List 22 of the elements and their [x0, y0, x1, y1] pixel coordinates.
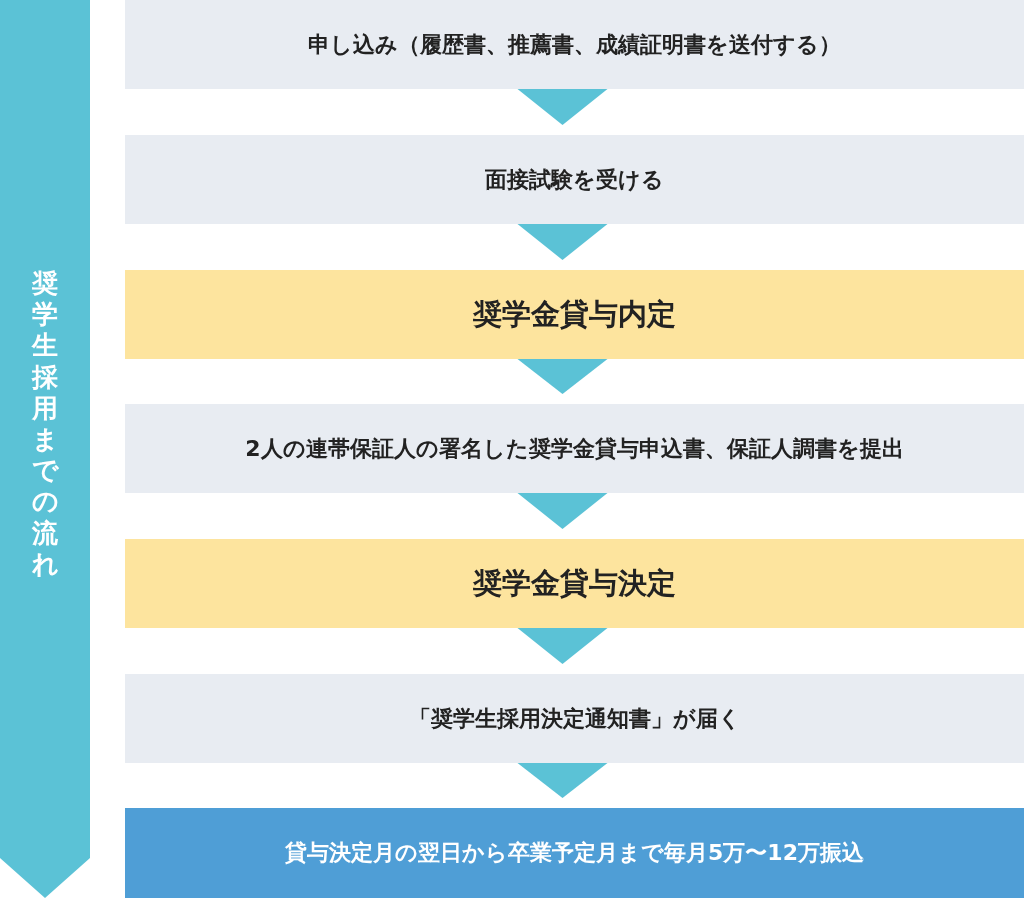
step-text: 申し込み（履歴書、推薦書、成績証明書を送付する） — [308, 30, 841, 59]
step-text: 面接試験を受ける — [485, 165, 664, 194]
flow-title: 奨学生採用までの流れ — [30, 268, 60, 580]
step-box — [125, 0, 1024, 89]
down-arrow — [517, 224, 608, 260]
step-text: 奨学金貸与決定 — [473, 564, 676, 602]
down-arrow — [517, 359, 608, 394]
down-arrow — [517, 493, 608, 529]
result-box — [125, 808, 1024, 898]
down-arrow — [517, 763, 608, 798]
flow-arrow-band — [0, 0, 90, 898]
step-box — [125, 404, 1024, 493]
down-arrow — [517, 89, 608, 125]
step-text: 「奨学生採用決定通知書」が届く — [408, 704, 741, 733]
step-text: 2人の連帯保証人の署名した奨学金貸与申込書、保証人調書を提出 — [245, 434, 904, 463]
step-text: 奨学金貸与内定 — [473, 295, 676, 333]
step-text: 貸与決定月の翌日から卒業予定月まで毎月5万〜12万振込 — [285, 839, 864, 867]
step-box — [125, 674, 1024, 763]
step-box — [125, 135, 1024, 224]
milestone-box — [125, 539, 1024, 628]
milestone-box — [125, 270, 1024, 359]
down-arrow — [517, 628, 608, 664]
